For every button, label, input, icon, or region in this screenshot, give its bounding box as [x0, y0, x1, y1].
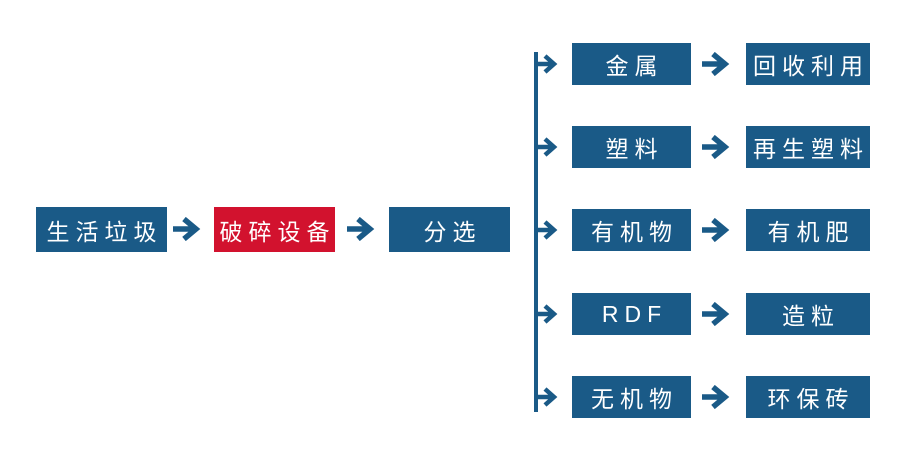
node-sorting: 分选 [389, 207, 510, 252]
node-granulation: 造粒 [746, 293, 870, 335]
right-arrow-icon [702, 52, 730, 76]
branch-arrow-icon [536, 54, 558, 74]
node-eco-brick: 环保砖 [746, 376, 870, 418]
right-arrow-icon [702, 385, 730, 409]
branch-arrow-icon [536, 220, 558, 240]
node-recycling: 回收利用 [746, 43, 870, 85]
branch-arrow-icon [536, 304, 558, 324]
node-organic-fertilizer: 有机肥 [746, 209, 870, 251]
right-arrow-icon [702, 218, 730, 242]
branch-arrow-icon [536, 387, 558, 407]
node-organic-matter: 有机物 [572, 209, 691, 251]
right-arrow-icon [347, 217, 375, 241]
node-rdf: RDF [572, 293, 691, 335]
node-metal: 金属 [572, 43, 691, 85]
right-arrow-icon [702, 302, 730, 326]
node-recycled-plastic: 再生塑料 [746, 126, 870, 168]
node-plastic: 塑料 [572, 126, 691, 168]
node-household-waste: 生活垃圾 [36, 207, 167, 252]
node-inorganic-matter: 无机物 [572, 376, 691, 418]
right-arrow-icon [173, 217, 201, 241]
branch-arrow-icon [536, 137, 558, 157]
right-arrow-icon [702, 135, 730, 159]
node-crushing-equipment: 破碎设备 [214, 207, 335, 252]
